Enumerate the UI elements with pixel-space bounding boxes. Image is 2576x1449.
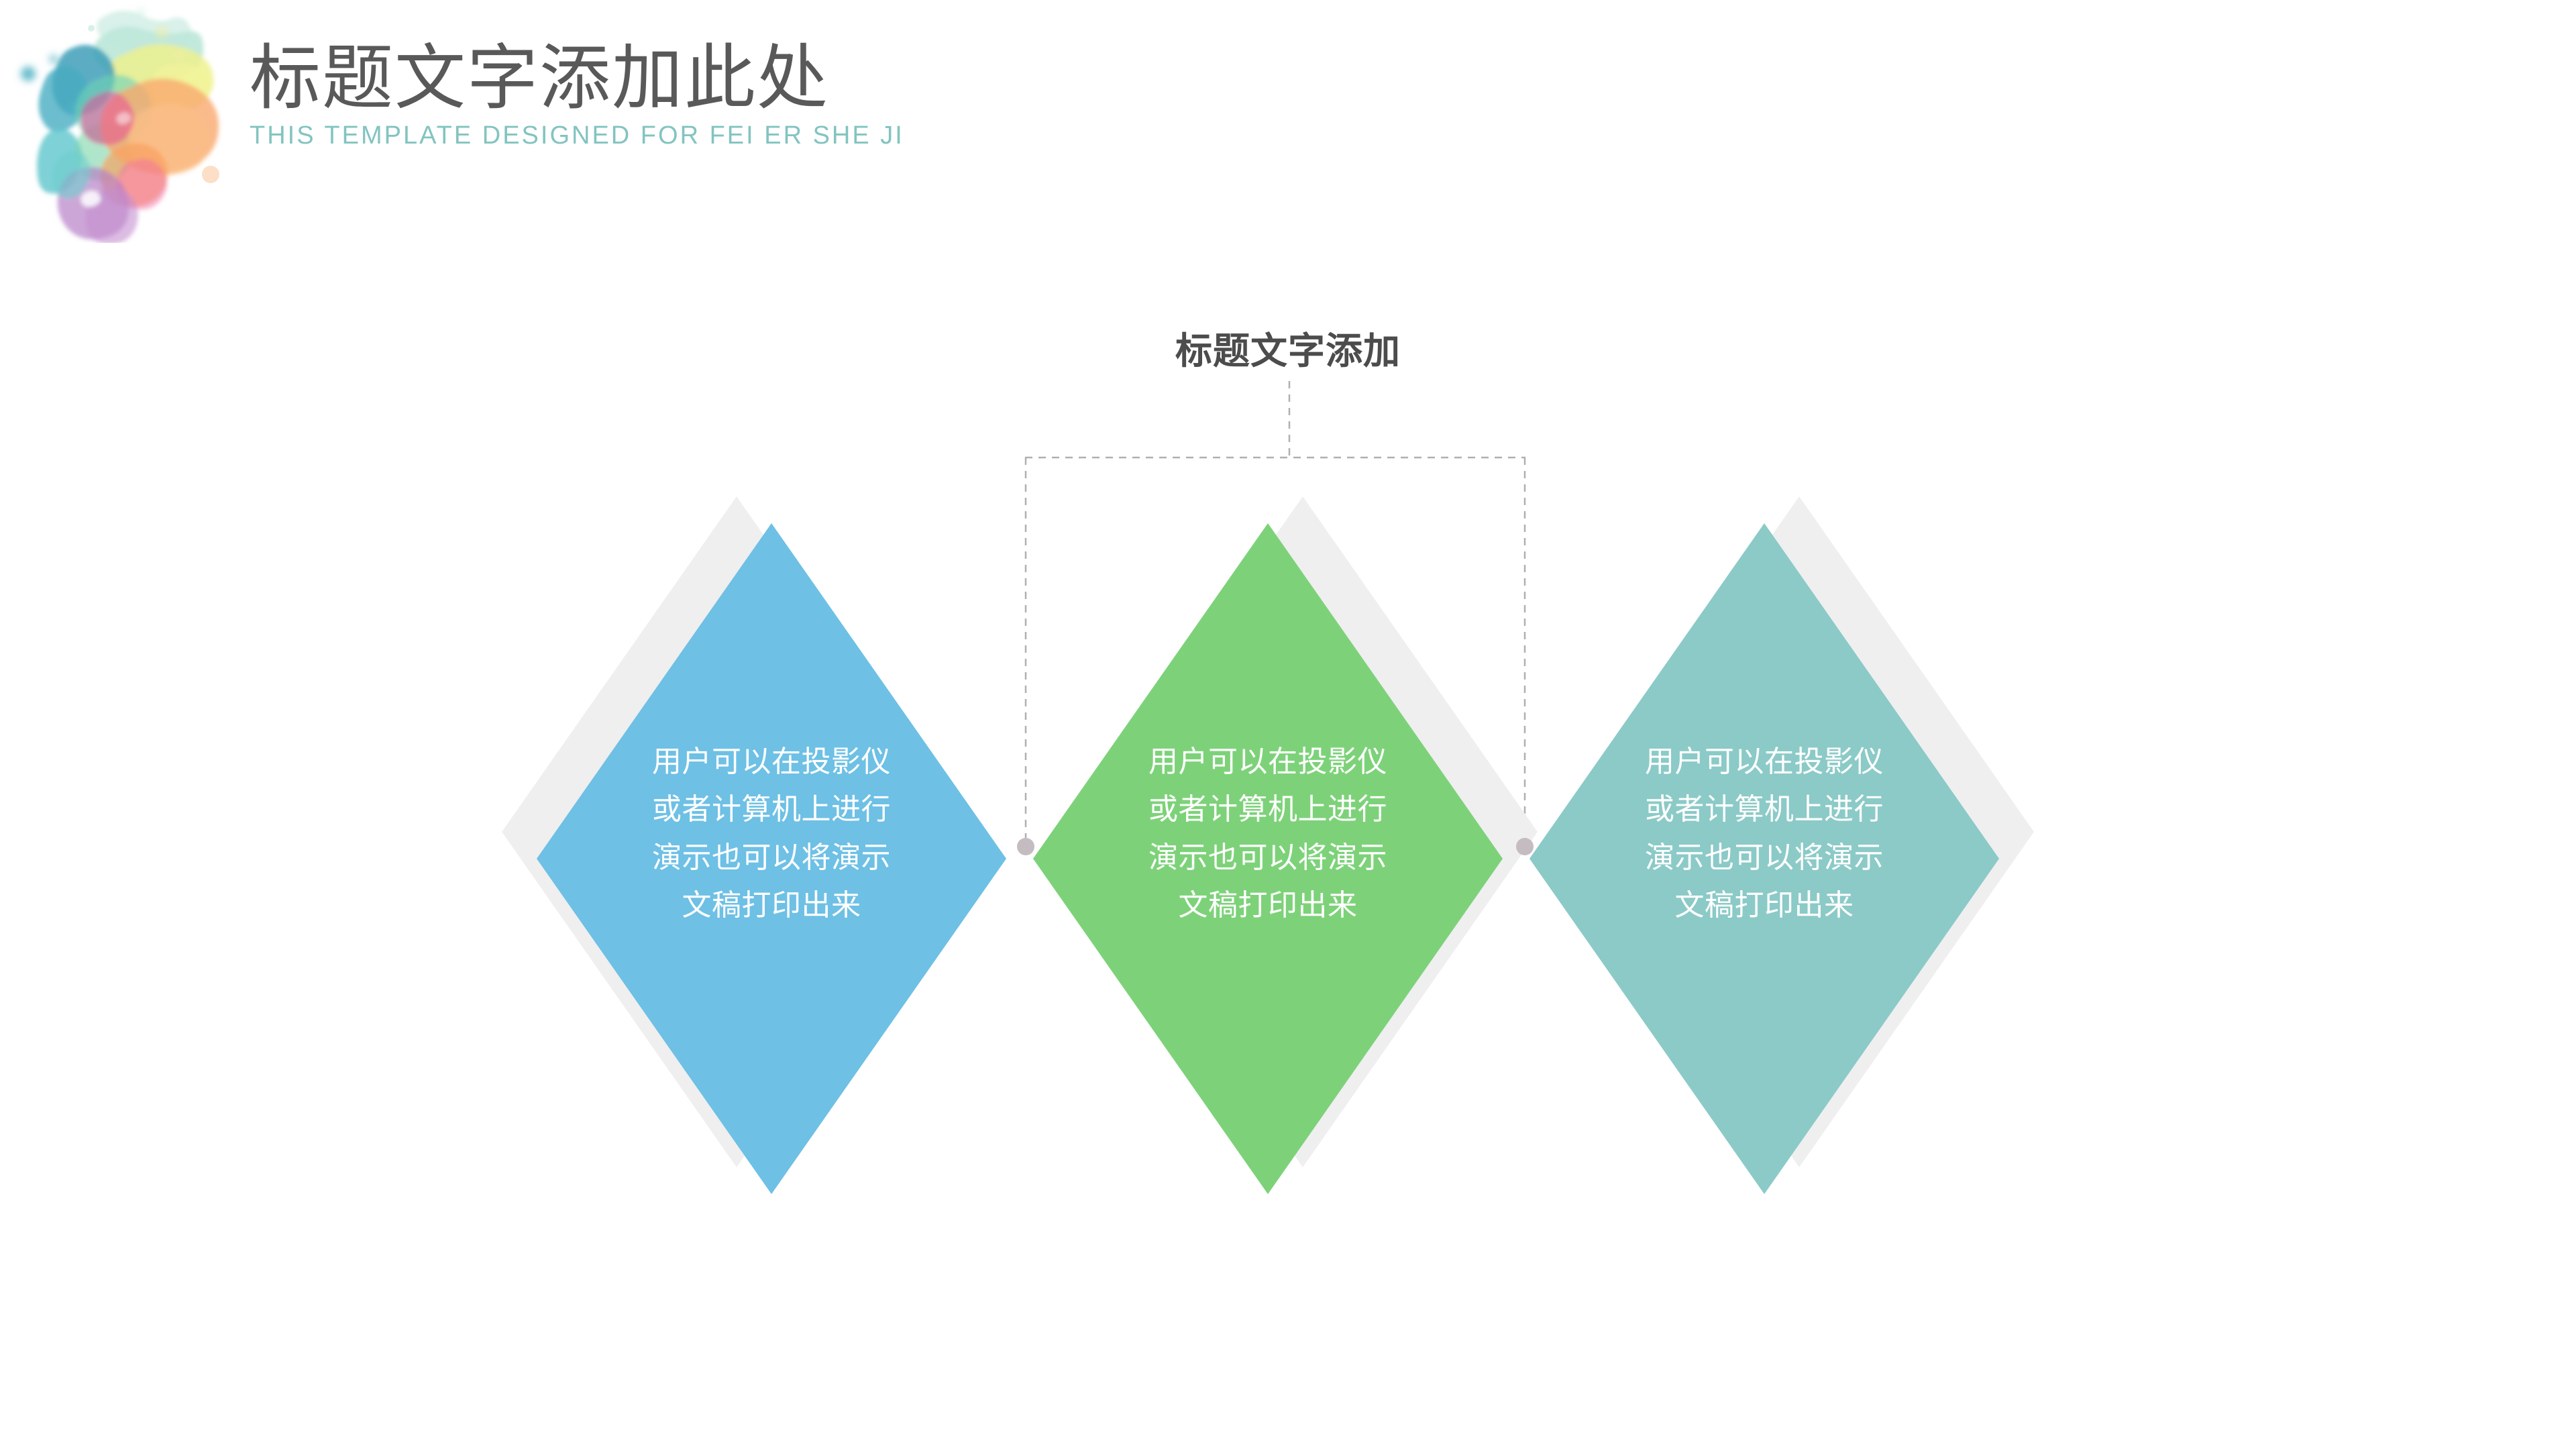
diamond-card-3[interactable]: 用户可以在投影仪 或者计算机上进行 演示也可以将演示 文稿打印出来 [1529,0,2039,1449]
diamond-card-1[interactable]: 用户可以在投影仪 或者计算机上进行 演示也可以将演示 文稿打印出来 [502,0,1046,1449]
diamond-text-1: 用户可以在投影仪 或者计算机上进行 演示也可以将演示 文稿打印出来 [652,745,891,922]
slide-header: 标题文字添加此处 THIS TEMPLATE DESIGNED FOR FEI … [0,0,1073,255]
watercolor-splash-logo [7,1,248,245]
diamond-text-2: 用户可以在投影仪 或者计算机上进行 演示也可以将演示 文稿打印出来 [1148,745,1387,922]
diamond-card-2[interactable]: 用户可以在投影仪 或者计算机上进行 演示也可以将演示 文稿打印出来 [1033,0,1543,1449]
page-subtitle: THIS TEMPLATE DESIGNED FOR FEI ER SHE JI [250,121,904,150]
diamond-text-3: 用户可以在投影仪 或者计算机上进行 演示也可以将演示 文稿打印出来 [1645,745,1884,922]
diamond-shape-2 [1033,523,1503,1194]
connector-dot-right [1516,838,1534,855]
diamond-shape-3 [1529,523,1999,1194]
page-title: 标题文字添加此处 [250,39,829,118]
diamond-shape-1 [537,523,1006,1194]
connector-dot-left [1017,838,1034,855]
header-text-block: 标题文字添加此处 THIS TEMPLATE DESIGNED FOR FEI … [250,40,904,150]
section-heading: 标题文字添加 [1175,330,1401,372]
